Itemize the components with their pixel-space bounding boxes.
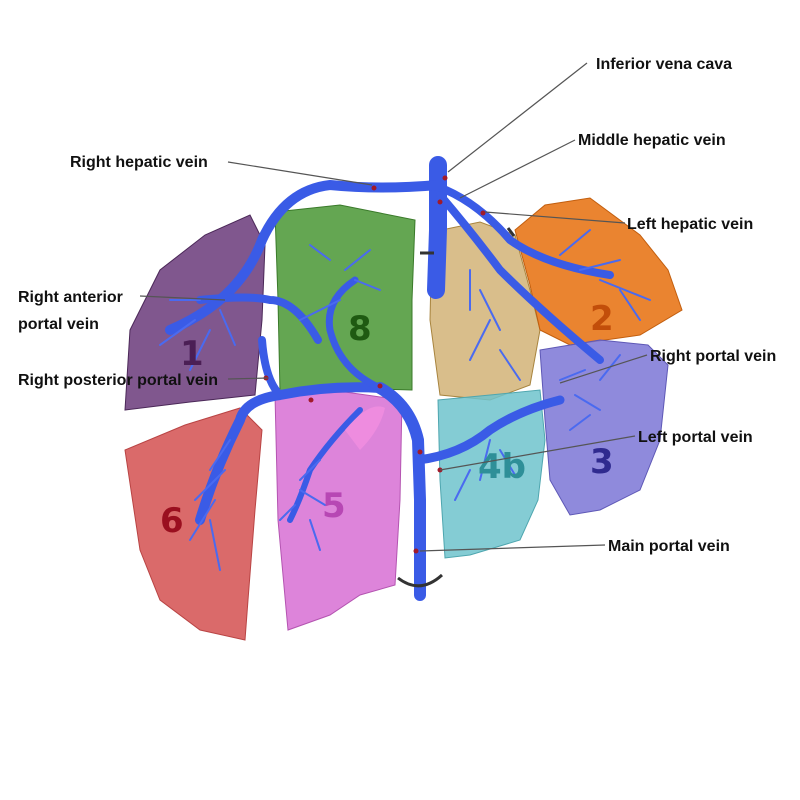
- left-hepatic-vessel: [442, 186, 614, 279]
- segment-8-vessel: [325, 276, 384, 392]
- gallbladder-shape: [345, 406, 385, 450]
- middle-hepatic-vessel: [436, 191, 604, 364]
- label-inferior-vena-cava: Inferior vena cava: [596, 56, 732, 73]
- label-right-hepatic-vein: Right hepatic vein: [70, 154, 208, 171]
- main-portal-vessel: [374, 382, 426, 601]
- segment-6-region: [124, 407, 263, 641]
- segment-4b-label: 4b: [478, 447, 526, 487]
- segment-3-region: [539, 339, 669, 516]
- leader-lines: [139, 62, 648, 552]
- segment-1-label: 1: [180, 334, 204, 374]
- right-portal-vessel: [195, 382, 385, 525]
- segment-6-label: 6: [160, 501, 184, 541]
- label-left-hepatic-vein: Left hepatic vein: [627, 216, 753, 233]
- segment-3-label: 3: [590, 442, 614, 482]
- vessel-clamp-3: [506, 227, 516, 237]
- segment-2-label: 2: [590, 299, 614, 339]
- label-middle-hepatic-vein: Middle hepatic vein: [578, 132, 726, 149]
- vein-network: [165, 156, 614, 601]
- segment-8-label: 8: [348, 309, 372, 349]
- fine-branches: [159, 229, 651, 571]
- label-left-portal-vein: Left portal vein: [638, 429, 753, 446]
- label-right-anterior-portal-vein-line2: portal vein: [18, 316, 99, 333]
- segment-5-label: 5: [322, 486, 346, 526]
- label-right-posterior-portal-vein: Right posterior portal vein: [18, 372, 218, 389]
- label-right-anterior-portal-vein-line1: Right anterior: [18, 289, 123, 306]
- label-right-portal-vein: Right portal vein: [650, 348, 776, 365]
- portal-clamp: [397, 573, 444, 588]
- right-posterior-vessel: [258, 336, 284, 399]
- label-main-portal-vein: Main portal vein: [608, 538, 730, 555]
- segment-5-region: [274, 391, 403, 631]
- left-portal-vessel: [413, 395, 565, 465]
- segment-8-region: [274, 204, 416, 393]
- right-anterior-vessel: [196, 293, 322, 344]
- segment-4b-region: [437, 389, 546, 559]
